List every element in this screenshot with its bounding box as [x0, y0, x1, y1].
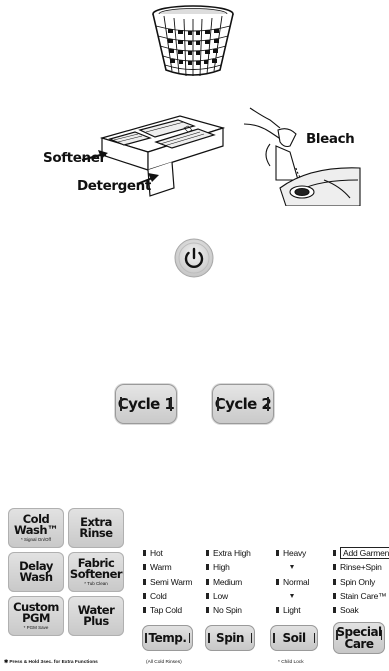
temp-option-warm: Warm	[143, 560, 192, 574]
press-hold-footnote: ✱ Press & Hold 3sec. for Extra Functions	[4, 660, 98, 665]
dispenser-drawer-illustration	[99, 115, 225, 197]
indicator-led-icon	[333, 550, 336, 557]
indicator-led-icon	[206, 607, 209, 614]
indicator-led-icon	[143, 578, 146, 585]
soil-option-normal: Normal	[276, 575, 309, 589]
special-option-stain-care: Stain Care™	[333, 589, 389, 603]
temp-option-cold: Cold	[143, 589, 192, 603]
power-button[interactable]	[174, 238, 214, 278]
pouring-bleach-illustration	[243, 107, 361, 206]
custom-pgm-button[interactable]: Custom PGM * PGM Save	[8, 596, 64, 636]
soil-note: * Child Lock	[278, 660, 304, 665]
delay-wash-button[interactable]: Delay Wash	[8, 552, 64, 592]
indicator-led-icon	[206, 550, 209, 557]
power-icon	[184, 247, 204, 268]
spin-options: Extra High High Medium Low No Spin	[206, 546, 251, 617]
temp-options: Hot Warm Semi Warm Cold Tap Cold	[143, 546, 192, 617]
indicator-led-icon	[143, 564, 146, 571]
cold-wash-button[interactable]: Cold Wash™ * Signal On/Off	[8, 508, 64, 548]
special-option-add-garments: Add Garments	[333, 546, 389, 560]
indicator-led-icon	[276, 578, 279, 585]
indicator-led-icon	[276, 607, 279, 614]
indicator-led-icon	[206, 578, 209, 585]
indicator-led-icon	[333, 607, 336, 614]
soil-option-light: Light	[276, 603, 309, 617]
temp-option-tap-cold: Tap Cold	[143, 603, 192, 617]
indicator-led-icon	[143, 550, 146, 557]
bleach-label: Bleach	[306, 131, 355, 147]
water-plus-button[interactable]: Water Plus	[68, 596, 124, 636]
temp-button[interactable]: Temp.	[142, 625, 193, 651]
indicator-led-icon	[206, 564, 209, 571]
special-option-soak: Soak	[333, 603, 389, 617]
spin-option-medium: Medium	[206, 575, 251, 589]
indicator-led-icon	[333, 564, 336, 571]
spin-option-low: Low	[206, 589, 251, 603]
special-care-button[interactable]: Special Care	[333, 622, 385, 654]
cycle-2-button[interactable]: Cycle 2	[212, 384, 274, 424]
soil-button[interactable]: Soil	[270, 625, 318, 651]
special-option-spin-only: Spin Only	[333, 575, 389, 589]
indicator-led-icon	[333, 578, 336, 585]
indicator-led-icon	[333, 593, 336, 600]
special-option-rinse-spin: Rinse+Spin	[333, 560, 389, 574]
indicator-led-icon	[143, 593, 146, 600]
temp-option-hot: Hot	[143, 546, 192, 560]
spin-option-extra-high: Extra High	[206, 546, 251, 560]
temp-note: (All Cold Rinses)	[146, 660, 182, 665]
fabric-softener-button[interactable]: Fabric Softener * Tub Clean	[68, 552, 124, 592]
softener-arrow-icon	[81, 150, 108, 161]
indicator-led-icon	[143, 607, 146, 614]
special-care-options: Add Garments Rinse+Spin Spin Only Stain …	[333, 546, 389, 617]
softener-label: Softener	[43, 150, 106, 166]
spin-option-high: High	[206, 560, 251, 574]
spin-button[interactable]: Spin	[205, 625, 255, 651]
detergent-label: Detergent	[77, 178, 151, 194]
cycle-1-button[interactable]: Cycle 1	[115, 384, 177, 424]
temp-option-semi-warm: Semi Warm	[143, 575, 192, 589]
extra-rinse-button[interactable]: Extra Rinse	[68, 508, 124, 548]
laundry-basket-illustration	[152, 5, 234, 77]
detergent-arrow-icon	[136, 173, 159, 185]
soil-arrow-down-icon	[276, 560, 309, 574]
soil-arrow-down-icon	[276, 589, 309, 603]
spin-option-no-spin: No Spin	[206, 603, 251, 617]
soil-options: Heavy Normal Light	[276, 546, 309, 617]
indicator-led-icon	[206, 593, 209, 600]
indicator-led-icon	[276, 550, 279, 557]
soil-option-heavy: Heavy	[276, 546, 309, 560]
